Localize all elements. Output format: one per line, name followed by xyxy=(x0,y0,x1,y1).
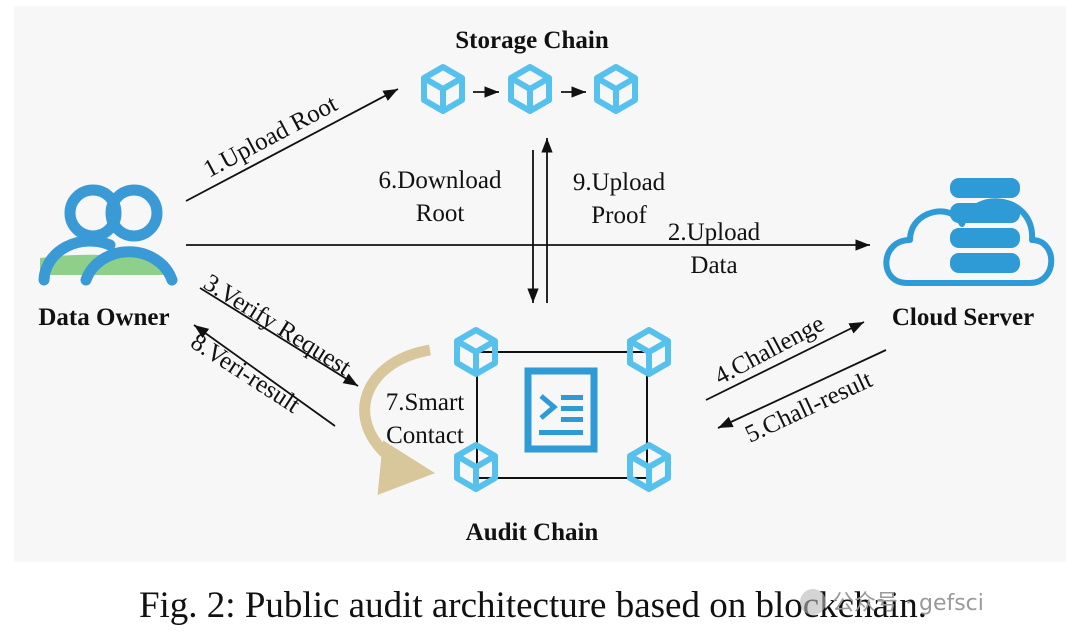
step7-label-line1: 7.Smart xyxy=(386,389,465,416)
step9-label-line2: Proof xyxy=(591,202,647,229)
step1-upload-root-arrow xyxy=(185,88,399,202)
smart-contract-curved-arrow xyxy=(359,344,435,495)
doc-line-1 xyxy=(561,395,583,400)
doc-line-2 xyxy=(561,406,583,411)
smart-contract-document-icon xyxy=(524,367,598,453)
audit-chain-label: Audit Chain xyxy=(466,519,599,546)
storage-chain-title: Storage Chain xyxy=(455,27,609,54)
audit-block-icon-4 xyxy=(630,445,668,489)
watermark-text: 公众号 · gefsci xyxy=(832,591,984,616)
audit-chain-frame xyxy=(476,351,648,479)
doc-line-4 xyxy=(539,430,583,435)
step9-label-line1: 9.Upload xyxy=(573,169,666,196)
step5-chall-result-arrow xyxy=(717,349,887,429)
prompt-chevron-icon xyxy=(539,394,558,420)
cloud-server-label: Cloud Server xyxy=(892,304,1034,331)
storage-block-icon-3 xyxy=(597,67,635,111)
step6-label-line1: 6.Download xyxy=(379,167,502,194)
step2-label-line2: Data xyxy=(690,252,737,279)
step2-label-line1: 2.Upload xyxy=(668,219,761,246)
step3-verify-request-arrow xyxy=(199,287,359,387)
storage-block-icon-1 xyxy=(424,67,462,111)
step1-label: 1.Upload Root xyxy=(199,90,342,183)
cloud-database-icon xyxy=(883,178,1055,286)
diagram-panel xyxy=(14,6,1066,562)
users-icon xyxy=(38,184,178,286)
step8-veri-result-arrow xyxy=(193,324,336,427)
storage-block-icon-2 xyxy=(511,67,549,111)
data-owner-label: Data Owner xyxy=(38,304,169,331)
step4-challenge-arrow xyxy=(705,321,865,401)
doc-line-3 xyxy=(561,417,583,422)
step4-label: 4.Challenge xyxy=(710,310,829,390)
step6-label-line2: Root xyxy=(416,200,465,227)
figure-caption: Fig. 2: Public audit architecture based … xyxy=(139,585,927,626)
watermark: 公众号 · gefsci xyxy=(800,589,984,616)
wechat-icon xyxy=(800,589,826,615)
step7-label-line2: Contact xyxy=(386,422,464,449)
